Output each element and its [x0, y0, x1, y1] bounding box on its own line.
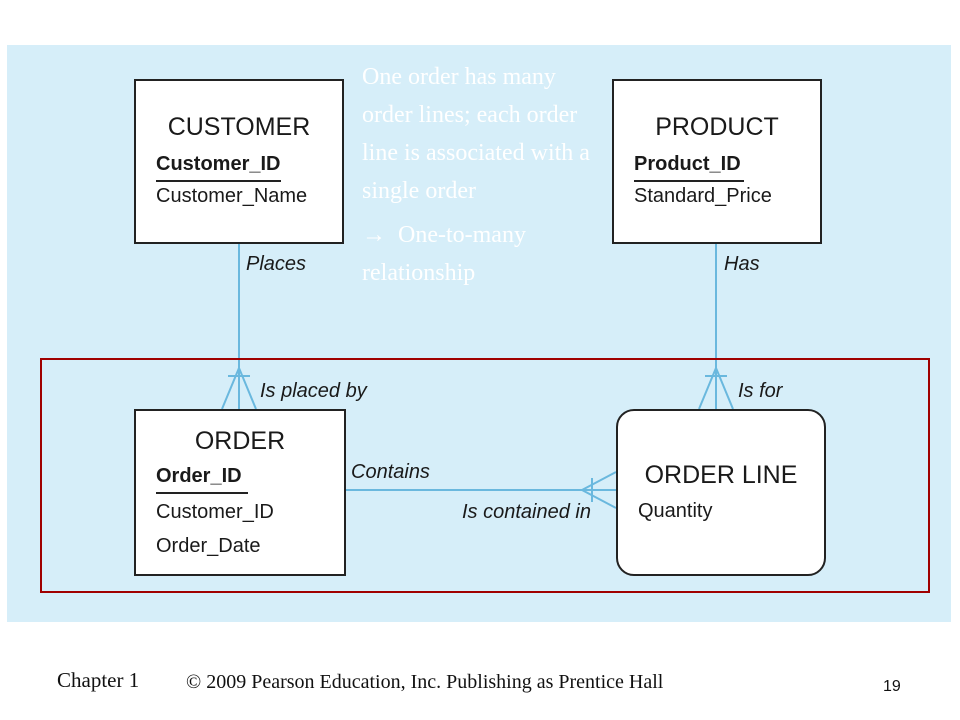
contains-label: Contains: [351, 461, 430, 483]
order-pk-underline: [156, 492, 248, 494]
annotation-description: One order has many order lines; each ord…: [362, 64, 590, 204]
customer-title: CUSTOMER: [167, 113, 311, 141]
product-title: PRODUCT: [655, 113, 779, 141]
standard-price-attribute: Standard_Price: [634, 185, 772, 207]
places-label: Places: [246, 253, 307, 275]
is-placed-by-label: Is placed by: [260, 380, 367, 402]
customer-name-attribute: Customer_Name: [156, 185, 308, 207]
footer-chapter: Chapter 1: [57, 668, 140, 692]
order-entity: ORDER Order_ID Customer_ID Order_Date: [134, 409, 346, 576]
has-label: Has: [724, 253, 760, 275]
annotation-conclusion-line: → One-to-many relationship: [362, 216, 597, 292]
order-line-entity: ORDER LINE Quantity: [616, 409, 826, 576]
annotation-conclusion: One-to-many relationship: [362, 222, 526, 286]
page-number: 19: [883, 678, 901, 695]
quantity-attribute: Quantity: [638, 500, 713, 522]
order-id-attribute: Order_ID: [156, 465, 242, 487]
customer-id-attribute: Customer_ID: [156, 153, 281, 175]
crows-foot-order: [221, 367, 257, 410]
product-entity: PRODUCT Product_ID Standard_Price: [612, 79, 822, 244]
arrow-icon: →: [362, 222, 386, 248]
product-pk-underline: [634, 180, 744, 182]
footer-copyright: © 2009 Pearson Education, Inc. Publishin…: [186, 671, 664, 693]
crows-foot-orderline-top: [698, 367, 734, 410]
highlight-box: [40, 358, 930, 593]
is-for-label: Is for: [738, 380, 783, 402]
order-date-attribute: Order_Date: [156, 535, 261, 557]
is-contained-in-label: Is contained in: [462, 501, 591, 523]
order-customer-id-attribute: Customer_ID: [156, 501, 274, 523]
product-id-attribute: Product_ID: [634, 153, 741, 175]
annotation-text: One order has many order lines; each ord…: [362, 58, 597, 292]
order-line-title: ORDER LINE: [644, 461, 798, 489]
customer-pk-underline: [156, 180, 281, 182]
crows-foot-orderline-left: [581, 471, 617, 509]
customer-entity: CUSTOMER Customer_ID Customer_Name: [134, 79, 344, 244]
order-title: ORDER: [194, 427, 286, 455]
